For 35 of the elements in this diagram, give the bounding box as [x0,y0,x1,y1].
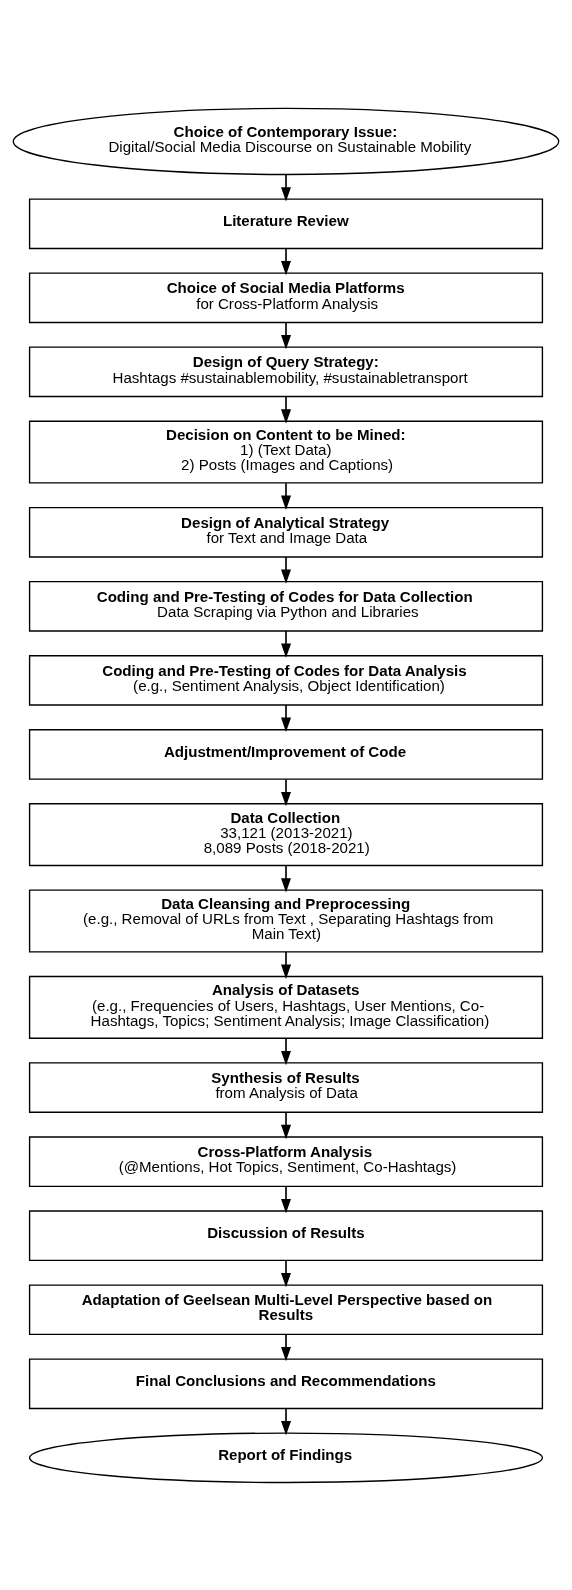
arrow [281,1185,291,1213]
node-ellipse: Choice of Contemporary Issue: Digital/Social Media Discourse on Sustainable Mobility [12,107,560,175]
arrow [281,321,291,349]
arrow [281,555,291,584]
node-box: Adjustment/Improvement of Code [28,728,544,780]
node-box: Adaptation of Geelsean Multi-Level Perspective based on Results [28,1283,544,1335]
arrow [281,1259,291,1287]
node-box: Synthesis of Results from Analysis of Data [28,1061,544,1113]
arrow [281,629,291,658]
node-ellipse: Report of Findings [28,1431,544,1483]
arrow [281,1333,291,1361]
node-box: Coding and Pre-Testing of Codes for Data Analysis (e.g., Sentiment Analysis, Object Identification) [28,654,544,706]
arrow [281,395,291,424]
arrow [281,1407,291,1435]
arrow [281,481,291,510]
node-box: Analysis of Datasets (e.g., Frequencies of Users, Hashtags, User Mentions, Co-Hashtags, Topics; Sentiment Analysis; Image Classification) [28,975,544,1039]
arrow [281,1111,291,1139]
arrow [281,778,291,806]
arrow [281,1037,291,1065]
node-box: Data Collection 33,121 (2013-2021) 8,089 Posts (2018-2021) [28,802,544,866]
arrow [281,173,291,202]
node-box: Data Cleansing and Preprocessing (e.g., Removal of URLs from Text , Separating Hashtags from Main Text) [28,889,544,953]
node-box: Cross-Platform Analysis (@Mentions, Hot Topics, Sentiment, Co-Hashtags) [28,1135,544,1187]
node-box: Design of Analytical Strategy for Text and Image Data [28,506,544,558]
arrow [281,703,291,732]
node-box: Final Conclusions and Recommendations [28,1357,544,1409]
node-box: Decision on Content to be Mined: 1) (Text Data) 2) Posts (Images and Captions) [28,420,544,484]
node-box: Choice of Social Media Platforms for Cross-Platform Analysis [28,271,544,323]
node-box: Design of Query Strategy: Hashtags #sustainablemobility, #sustainabletransport [28,346,544,397]
node-box: Discussion of Results [28,1209,544,1261]
arrow [281,950,291,979]
node-box: Coding and Pre-Testing of Codes for Data Collection Data Scraping via Python and Libraries [28,580,544,632]
arrow [281,864,291,892]
arrow [281,247,291,275]
node-box: Literature Review [28,197,544,249]
